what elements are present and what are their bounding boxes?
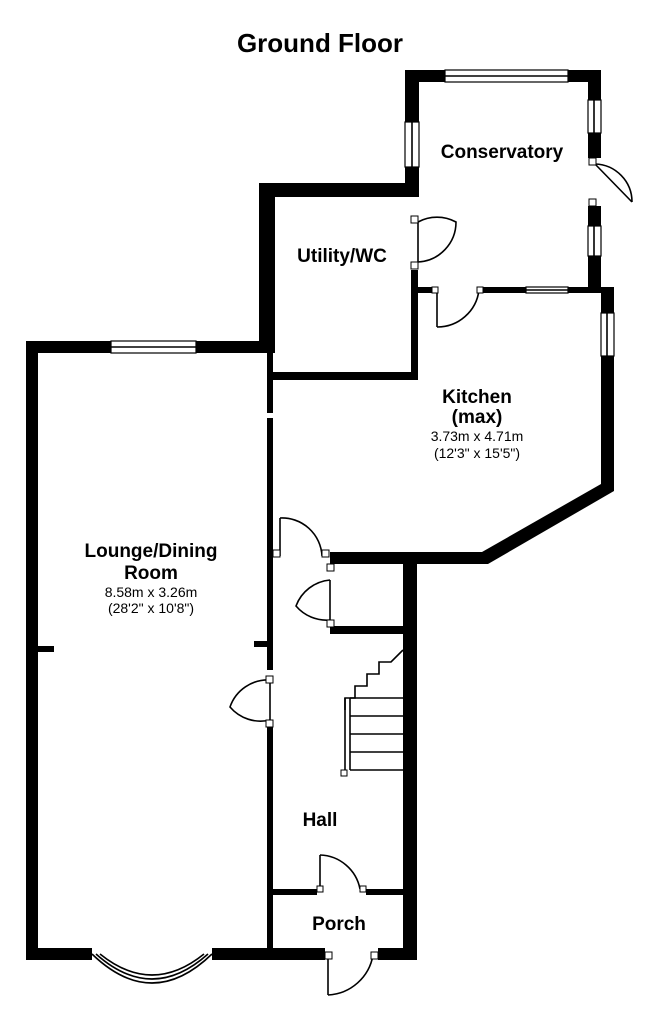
porch-top-wall-left [273,889,317,895]
kitchen-imperial: (12'3" x 15'5") [434,445,520,461]
conservatory-label: Conservatory [441,142,564,163]
utility-right-wall [411,270,418,380]
bay-window [91,953,213,984]
kitchen-label-max: (max) [452,407,503,428]
kitchen-top-window [525,286,569,294]
utility-label: Utility/WC [297,246,387,267]
hall-right-wall [403,564,417,960]
conservatory-right-wall-c [588,206,601,226]
lounge-hall-wall-mid [267,556,273,670]
lounge-label-room: Room [124,563,178,584]
conservatory-right-window-top [587,99,602,134]
utility-top-wall [259,183,419,197]
kitchen-right-wall-top [601,287,614,313]
conservatory-top-window [444,69,569,83]
utility-bottom-wall [271,372,418,380]
conservatory-top-wall-left [405,70,445,82]
lounge-top-wall-right [196,341,271,353]
lounge-bottom-wall-right [212,948,270,960]
conservatory-right-wall-d [588,256,601,292]
porch-label: Porch [312,914,366,935]
kitchen-angled-wall [482,484,614,564]
lounge-top-wall-left [26,341,111,353]
lounge-kitchen-wall-top [267,353,273,413]
lounge-label: Lounge/Dining [85,541,218,562]
porch-inner-door [316,854,367,893]
conservatory-left-window [404,121,420,168]
porch-bottom-wall-right [378,948,417,960]
hall-kitchen-door [272,517,330,558]
lounge-bottom-wall-left [26,948,92,960]
doors [229,157,633,996]
lounge-hall-door [229,675,274,728]
kitchen-top-wall-a [418,287,432,293]
kitchen-conservatory-door [431,286,484,328]
lounge-stub-left [38,646,54,652]
conservatory-right-wall-b [588,133,601,158]
hall-label: Hall [303,810,338,831]
kitchen-right-window [600,312,615,357]
kitchen-top-wall-c [568,287,614,293]
lounge-metric: 8.58m x 3.26m [105,584,198,600]
cupboard-door [295,563,335,628]
lounge-imperial: (28'2" x 10'8") [108,600,194,616]
staircase [340,649,404,777]
lounge-stub-right [254,641,270,647]
porch-top-wall-right [366,889,403,895]
kitchen-metric: 3.73m x 4.71m [431,428,524,444]
conservatory-right-window-bottom [587,225,602,257]
utility-door [410,215,457,270]
utility-left-wall [259,183,275,353]
kitchen-bottom-wall [330,552,488,564]
cupboard-wall [330,626,403,634]
lounge-kitchen-wall [267,418,273,558]
lounge-top-window [110,340,197,354]
lounge-hall-wall-low [267,720,273,960]
conservatory-door [588,157,633,207]
kitchen-top-wall-b [482,287,526,293]
front-door [324,951,379,996]
kitchen-label: Kitchen [442,387,512,408]
porch-bottom-wall-left [267,948,325,960]
lounge-left-wall [26,341,38,960]
kitchen-right-wall [601,356,614,491]
conservatory-right-wall-a [588,70,601,100]
floor-title: Ground Floor [237,28,403,58]
windows [110,69,615,357]
